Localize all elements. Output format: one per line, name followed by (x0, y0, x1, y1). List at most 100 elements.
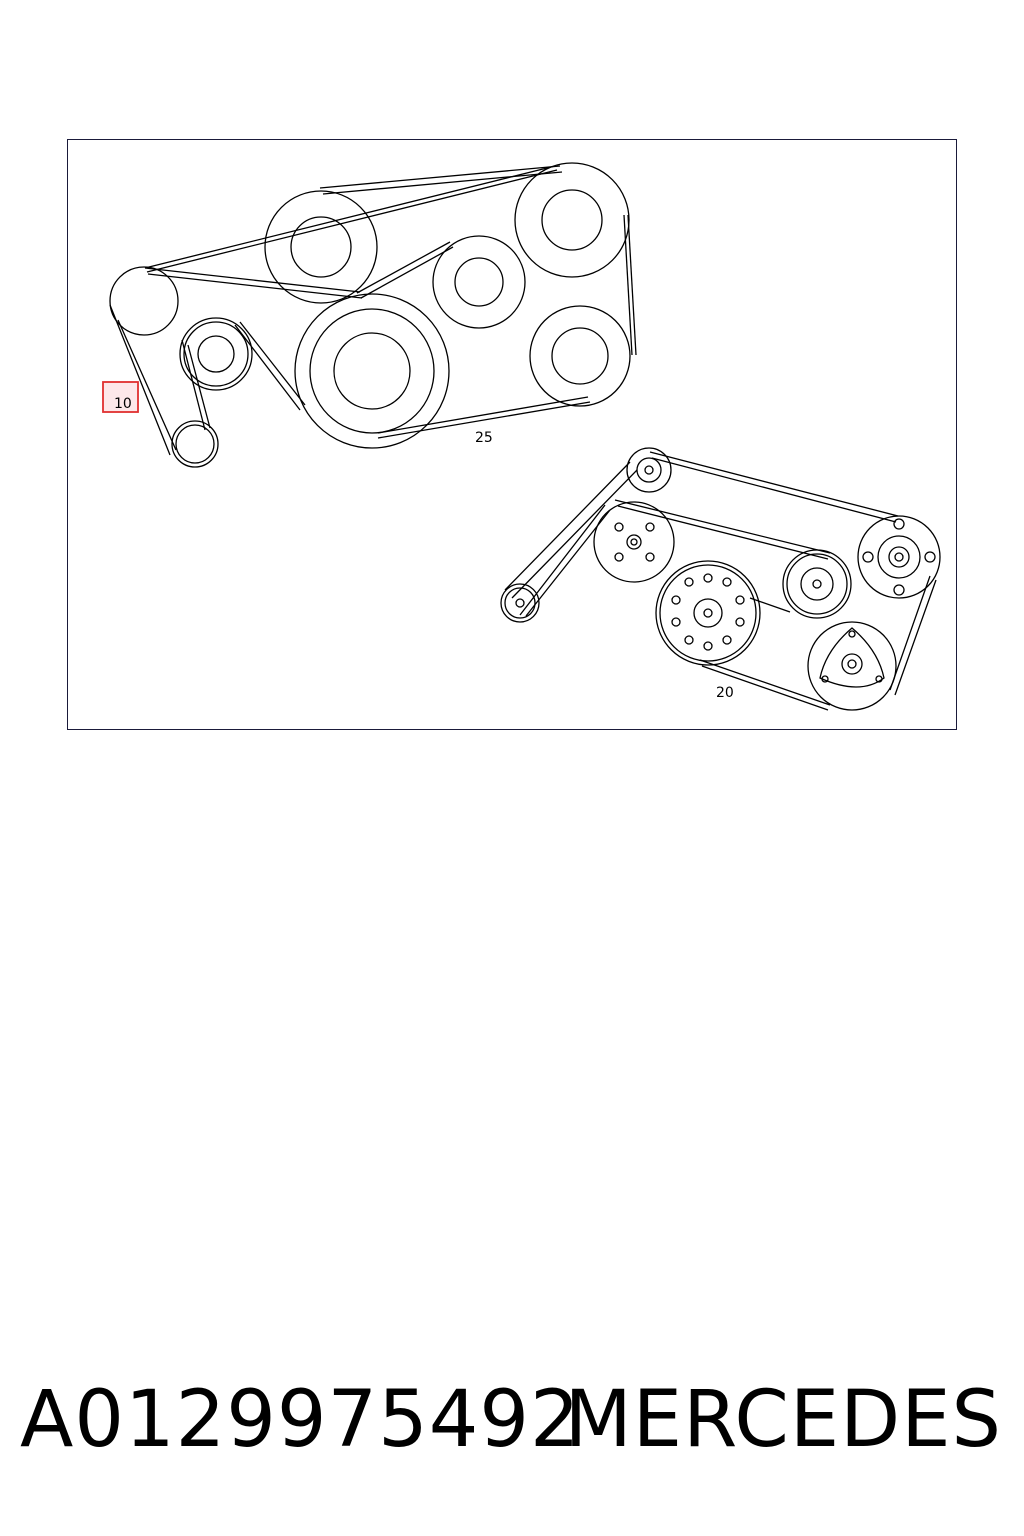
belt-25-segment (187, 344, 211, 429)
pulley-hub (551, 327, 609, 385)
pulley-hub (800, 567, 834, 601)
bolt-hole (645, 522, 655, 532)
pulley-power-steering (514, 162, 630, 278)
bolt-hole (684, 577, 694, 587)
bolt-hole (703, 573, 713, 583)
pulley-hub (333, 332, 411, 410)
callout-20[interactable]: 20 (716, 685, 734, 701)
pulley-alternator (264, 190, 378, 304)
footer: A0129975492 MERCEDES (0, 1370, 1024, 1470)
belt-20-segment (889, 575, 931, 691)
belt-20-segment (649, 451, 899, 517)
callout-label-25: 25 (475, 430, 493, 446)
belt-routing-diagram: 10 25 20 (102, 162, 941, 711)
bolt-hole (735, 595, 745, 605)
part-number: A0129975492 (20, 1375, 581, 1465)
belt-25-segment (146, 169, 558, 273)
pulley-idler (782, 549, 852, 619)
belt-25-segment (109, 304, 171, 456)
bolt-hole (614, 522, 624, 532)
belt-25-segment (144, 267, 361, 293)
pulley-idler (786, 553, 848, 615)
bolt-hole (893, 518, 905, 530)
belt-20-segment (651, 457, 897, 523)
belt-25-segment (239, 321, 306, 406)
belt-20-segment (519, 504, 606, 616)
belt-25-segment (147, 273, 363, 299)
pulley-hub (894, 552, 904, 562)
belt-25-segment (144, 165, 556, 269)
belt-20-segment (701, 665, 829, 711)
bolt-hole (862, 551, 874, 563)
bolt-hole (645, 552, 655, 562)
belt-20-segment (894, 579, 937, 696)
pulley-idler (109, 266, 179, 336)
belt-25-segment (117, 319, 177, 451)
pulley-hub (515, 598, 525, 608)
pulley-crankshaft (659, 564, 757, 662)
pulley-idler (432, 235, 526, 329)
belt-25-segment (356, 241, 451, 294)
pulley-hub (877, 535, 921, 579)
bolt-hole (848, 630, 856, 638)
belt-20-segment (614, 499, 831, 554)
pulley-small (500, 583, 540, 623)
pulley-hub (819, 627, 885, 688)
belt-20-segment (511, 469, 638, 599)
bolt-hole (735, 617, 745, 627)
pulley-crankshaft (655, 560, 761, 666)
belt-25-segment (627, 214, 637, 356)
pulley-small (175, 424, 215, 464)
bolt-hole (722, 635, 732, 645)
pulley-hub (888, 546, 910, 568)
pulley-hub (644, 465, 654, 475)
bolt-hole (614, 552, 624, 562)
pulley-hub (197, 335, 235, 373)
belt-20-segment (617, 505, 829, 560)
pulley-tensioner (183, 321, 249, 387)
drive-assembly-25 (109, 162, 637, 468)
callout-label-10: 10 (114, 396, 132, 412)
pulley-hub (454, 257, 504, 307)
pulley-alternator (857, 515, 941, 599)
pulley-hub (703, 608, 713, 618)
belt-25-segment (377, 396, 589, 434)
bolt-hole (671, 617, 681, 627)
callout-25[interactable]: 25 (475, 430, 493, 446)
bolt-hole (722, 577, 732, 587)
pulley-tensioner (179, 317, 253, 391)
belt-20-segment (749, 597, 791, 613)
pulley-crankshaft (294, 293, 450, 449)
callout-label-20: 20 (716, 685, 734, 701)
belt-20-segment (504, 461, 631, 591)
belt-25-segment (319, 165, 561, 189)
pulley-small (504, 587, 536, 619)
belt-25-segment (623, 214, 633, 356)
pulley-hub (847, 659, 857, 669)
pulley-idler (636, 457, 662, 483)
pulley-hub (841, 653, 863, 675)
callout-10[interactable]: 10 (102, 381, 139, 413)
pulley-hub (541, 189, 603, 251)
bolt-hole (703, 641, 713, 651)
belt-25-segment (322, 171, 563, 195)
pulley-hub (630, 538, 638, 546)
callout-highlight-box (102, 381, 139, 413)
pulley-small (171, 420, 219, 468)
belt-25-segment (360, 246, 454, 299)
pulley-hub (812, 579, 822, 589)
drive-assembly-20 (500, 447, 941, 711)
brand-name: MERCEDES (564, 1375, 1002, 1465)
belt-25-segment (181, 339, 206, 431)
pulley-idler (626, 447, 672, 493)
bolt-hole (924, 551, 936, 563)
bolt-hole (875, 675, 883, 683)
pulley-ac-compressor (529, 305, 631, 407)
belt-25-segment (377, 401, 591, 439)
bolt-hole (821, 675, 829, 683)
pulley-hub (290, 216, 352, 278)
pulley-crankshaft (309, 308, 435, 434)
bolt-hole (671, 595, 681, 605)
belt-25-segment (234, 324, 301, 411)
pulley-hub (693, 598, 723, 628)
